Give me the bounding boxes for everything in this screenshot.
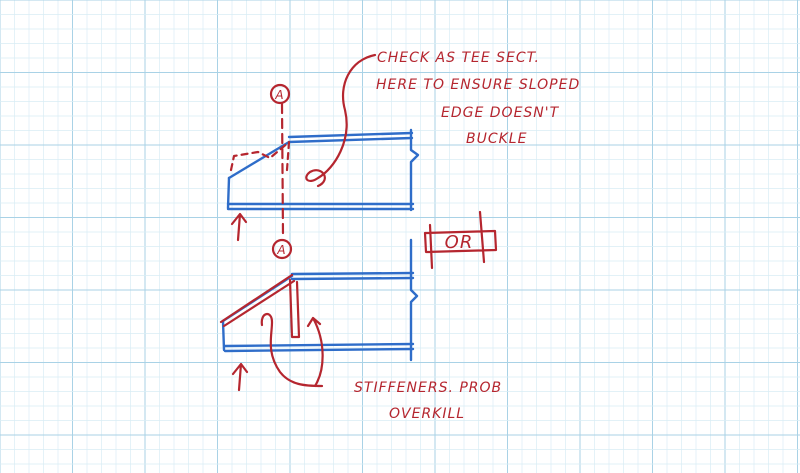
lower-bottom-flange-line-2	[223, 347, 415, 353]
upper-red-markings: A A	[229, 53, 377, 260]
check-note-line-3: EDGE DOESN'T	[441, 105, 560, 121]
sloped-edge-stiffener	[219, 273, 296, 328]
upper-top-flange-line-2	[287, 136, 414, 144]
lower-break-line	[409, 238, 419, 362]
stiffener-pointer-loop	[260, 313, 324, 388]
section-mark-a-bottom-letter: A	[276, 243, 286, 257]
check-note-line-4: BUCKLE	[466, 131, 527, 147]
upper-beam-detail	[226, 128, 420, 212]
upper-break-line	[409, 128, 420, 212]
lower-red-markings	[219, 273, 324, 392]
section-mark-a-top	[269, 83, 291, 105]
upper-up-arrow	[230, 212, 248, 242]
lower-up-arrow	[231, 362, 249, 392]
upper-pointer-loop	[305, 53, 377, 188]
check-note: CHECK AS TEE SECT. HERE TO ENSURE SLOPED…	[376, 50, 580, 147]
stiffeners-note-line-1: STIFFENERS. PROB	[354, 380, 502, 396]
check-note-line-1: CHECK AS TEE SECT.	[377, 50, 540, 66]
or-label: OR	[445, 232, 474, 253]
upper-top-flange-line	[287, 131, 414, 139]
tee-section-dashed-outline	[229, 140, 291, 172]
lower-bottom-flange-line	[223, 342, 415, 348]
check-note-line-2: HERE TO ENSURE SLOPED	[376, 77, 580, 93]
stiffeners-note-line-2: OVERKILL	[389, 406, 465, 422]
section-cut-line	[280, 102, 285, 238]
lower-top-flange-line	[290, 271, 415, 276]
or-box-frame	[423, 210, 498, 270]
upper-sloped-edge	[227, 140, 291, 180]
or-box: OR	[423, 210, 498, 270]
section-mark-a-top-letter: A	[274, 88, 284, 102]
section-mark-a-bottom	[271, 238, 293, 260]
vertical-stiffener	[288, 278, 301, 339]
lower-top-flange-line-2	[290, 276, 415, 281]
stiffener-pointer-arrow	[306, 316, 324, 388]
stiffeners-note: STIFFENERS. PROB OVERKILL	[354, 380, 502, 422]
